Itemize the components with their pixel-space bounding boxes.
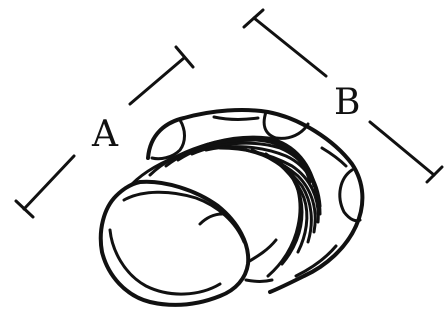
thread-9: [250, 148, 313, 244]
hex-facet-left: [150, 118, 186, 161]
hex-body-outline: [146, 108, 365, 294]
dimension-b-line-lower: [368, 120, 436, 177]
dimension-b-label: B: [334, 82, 360, 123]
bore-inner-lip: [108, 228, 222, 296]
dimension-b-line-upper: [252, 16, 328, 78]
dimension-a-tick-top: [174, 45, 195, 69]
hex-facet-right: [338, 168, 362, 223]
thread-12: [266, 172, 302, 278]
dimension-a-line-upper: [128, 56, 186, 106]
dimension-b-tick-bottom: [425, 165, 444, 184]
bore-inner-shadow: [198, 212, 224, 226]
bore-opening: [98, 179, 278, 307]
dimension-a-label: A: [91, 114, 119, 155]
threads: [130, 135, 322, 278]
dimension-b: B: [242, 8, 444, 184]
dimension-b-tick-top: [242, 8, 265, 29]
bore-neck-lower: [244, 278, 274, 283]
dimension-a: A: [14, 45, 195, 219]
thread-10: [264, 152, 309, 254]
dimension-a-tick-bottom: [14, 199, 35, 219]
bore-inner-edge-upper: [122, 190, 246, 244]
thread-11: [278, 160, 304, 266]
hex-edge-right-lower: [294, 244, 338, 278]
hex-edge-upper: [212, 115, 260, 121]
dimension-a-line-lower: [22, 154, 76, 211]
bore-neck-right: [246, 238, 278, 264]
hex-body: [146, 108, 365, 294]
hex-edge-right-upper: [320, 146, 348, 168]
hex-facet-top: [262, 110, 310, 140]
bore-outer-rim: [98, 179, 251, 307]
